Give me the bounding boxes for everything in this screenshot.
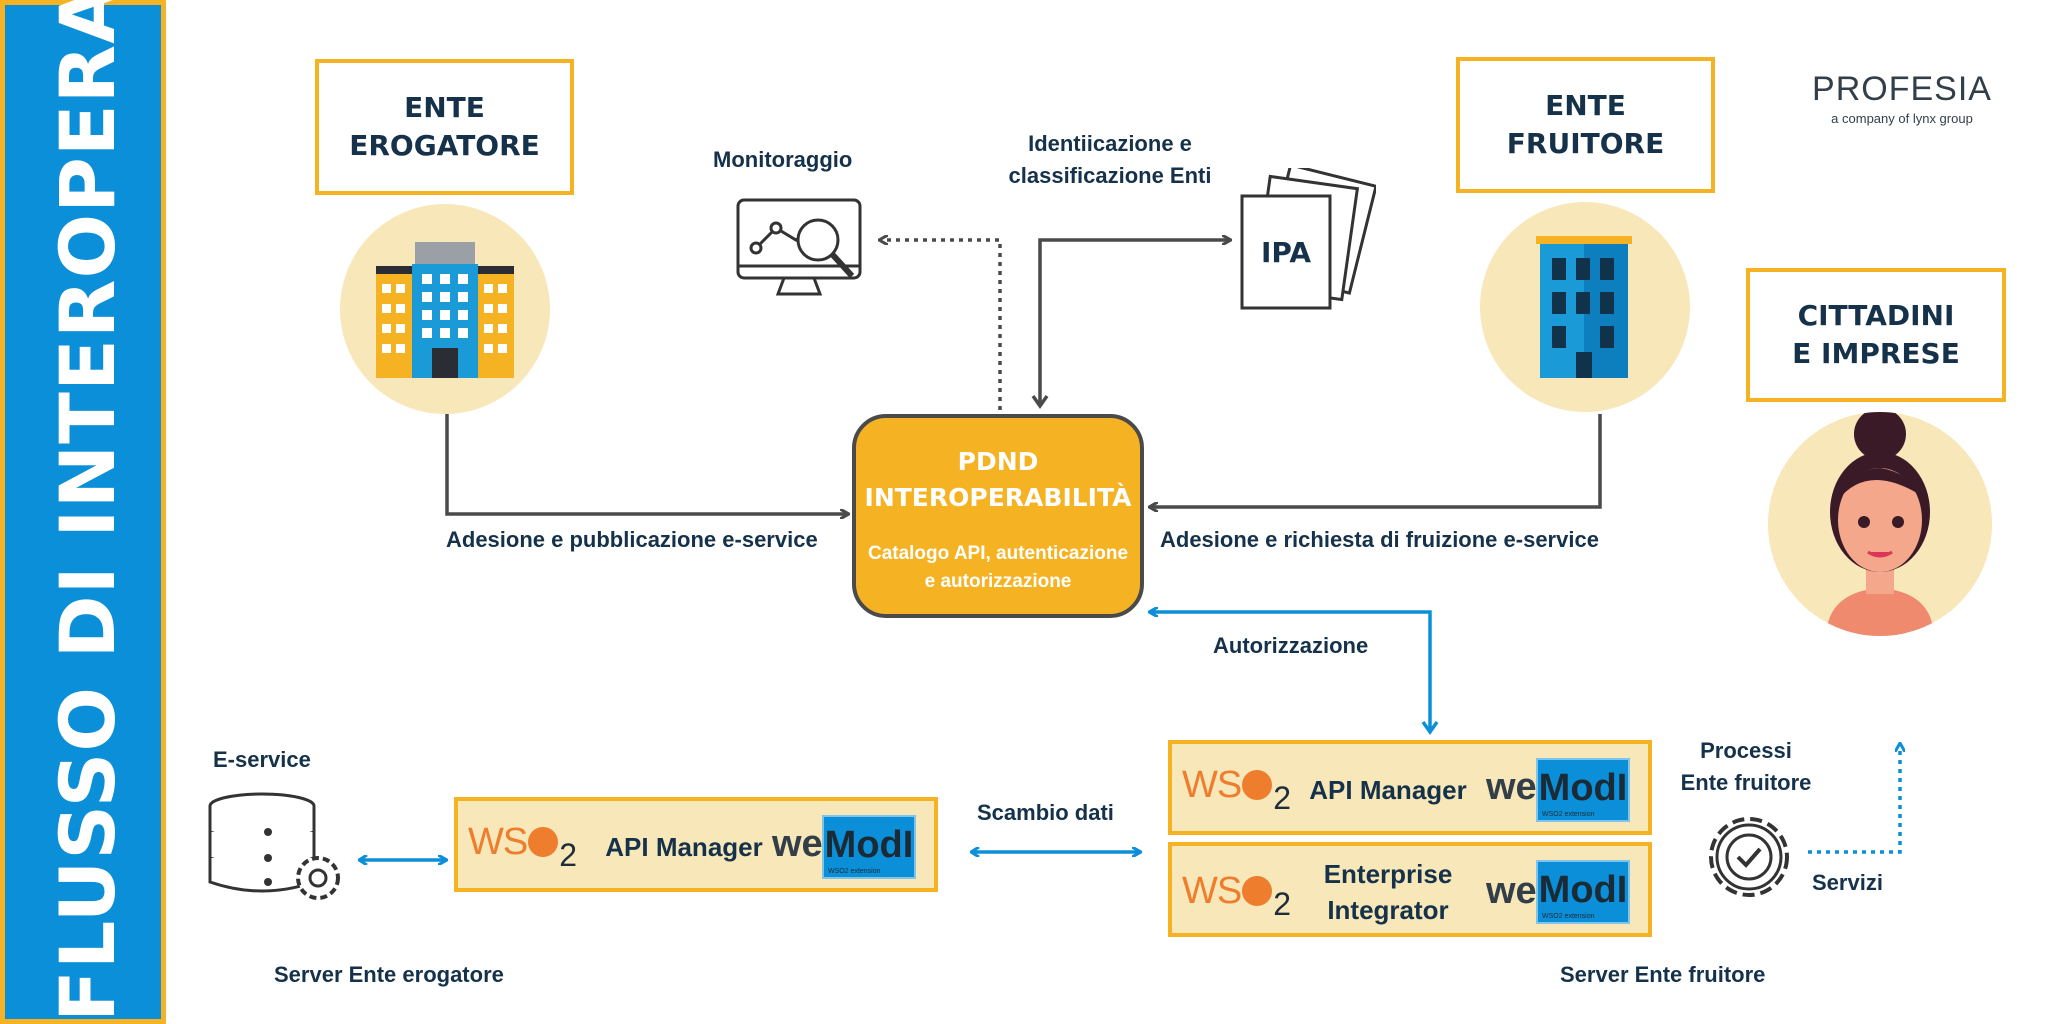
logo-tagline: a company of lynx group <box>1831 111 1973 126</box>
pdnd-title: PDND INTEROPERABILITÀ <box>864 447 1132 512</box>
api-manager-label: API Manager <box>605 832 763 862</box>
database-server-icon <box>208 792 340 900</box>
monitoring-icon <box>736 198 862 296</box>
enterprise-integrator-label: Enterprise Integrator <box>1308 856 1468 928</box>
eservice-label: E-service <box>213 747 311 772</box>
ente-erogatore-box: ENTE EROGATORE <box>315 59 574 195</box>
pdnd-node: PDND INTEROPERABILITÀ Catalogo API, aute… <box>852 414 1144 618</box>
adesione-richiesta-label: Adesione e richiesta di fruizione e-serv… <box>1160 527 1599 552</box>
arrow-ipa-pdnd <box>1031 240 1230 410</box>
arrow-erogatore-to-pdnd <box>445 414 848 514</box>
servizi-label: Servizi <box>1812 870 1883 895</box>
ente-erogatore-line1: ENTE <box>404 91 485 124</box>
arrow-servizi <box>1808 744 1900 854</box>
pdnd-subtitle: Catalogo API, autenticazione e autorizza… <box>867 543 1129 592</box>
scambio-dati-label: Scambio dati <box>977 800 1114 825</box>
building-fruitore-icon <box>1536 236 1632 378</box>
wso2-o-icon <box>528 827 559 857</box>
server-erogatore-label: Server Ente erogatore <box>274 962 504 987</box>
cittadini-line2: E IMPRESE <box>1792 337 1960 370</box>
wso2-o-icon <box>1242 770 1273 800</box>
ipa-documents-icon <box>1240 168 1376 310</box>
building-erogatore-icon <box>376 242 514 378</box>
ente-fruitore-box: ENTE FRUITORE <box>1456 57 1715 193</box>
ente-fruitore-line1: ENTE <box>1545 89 1626 122</box>
cittadini-line1: CITTADINI <box>1797 299 1955 332</box>
arrow-fruitore-to-pdnd <box>1150 414 1602 507</box>
processi-label: Processi Ente fruitore <box>1656 735 1836 799</box>
arrow-autorizzazione <box>1150 612 1439 736</box>
processi-line1: Processi <box>1700 738 1792 763</box>
ente-fruitore-circle <box>1480 202 1690 412</box>
person-avatar-icon <box>1826 412 1934 636</box>
ei-line2: Integrator <box>1327 895 1449 925</box>
cittadini-circle <box>1768 412 1992 636</box>
monitoraggio-label: Monitoraggio <box>713 147 853 172</box>
cittadini-imprese-box: CITTADINI E IMPRESE <box>1746 268 2006 402</box>
autorizzazione-label: Autorizzazione <box>1213 633 1369 658</box>
identificazione-line2: classificazione Enti <box>1008 163 1212 188</box>
we-label: we <box>772 823 823 865</box>
server-fruitore-label: Server Ente fruitore <box>1560 962 1766 987</box>
identificazione-line1: Identiicazione e <box>1028 131 1192 156</box>
identificazione-label: Identiicazione e classificazione Enti <box>1000 128 1220 192</box>
wso2-o-icon <box>1242 876 1273 906</box>
logo-name: PROFESIA <box>1812 70 1992 108</box>
ente-erogatore-line2: EROGATORE <box>349 129 540 162</box>
arrow-pdnd-to-monitoraggio <box>880 240 1002 410</box>
adesione-pubblicazione-label: Adesione e pubblicazione e-service <box>446 527 818 552</box>
ente-erogatore-circle <box>340 204 550 414</box>
processi-line2: Ente fruitore <box>1680 770 1812 795</box>
gear-check-icon <box>1709 817 1789 897</box>
sidebar-banner: FLUSSO DI INTEROPERABILITÀ <box>0 0 166 1024</box>
ei-line1: Enterprise <box>1323 859 1453 889</box>
profesia-logo: PROFESIA a company of lynx group <box>1812 70 1992 126</box>
ipa-label: IPA <box>1260 236 1312 269</box>
we-label: we <box>1486 870 1537 912</box>
we-label: we <box>1486 766 1537 808</box>
ente-fruitore-line2: FRUITORE <box>1506 127 1665 160</box>
api-manager-label: API Manager <box>1309 775 1467 805</box>
